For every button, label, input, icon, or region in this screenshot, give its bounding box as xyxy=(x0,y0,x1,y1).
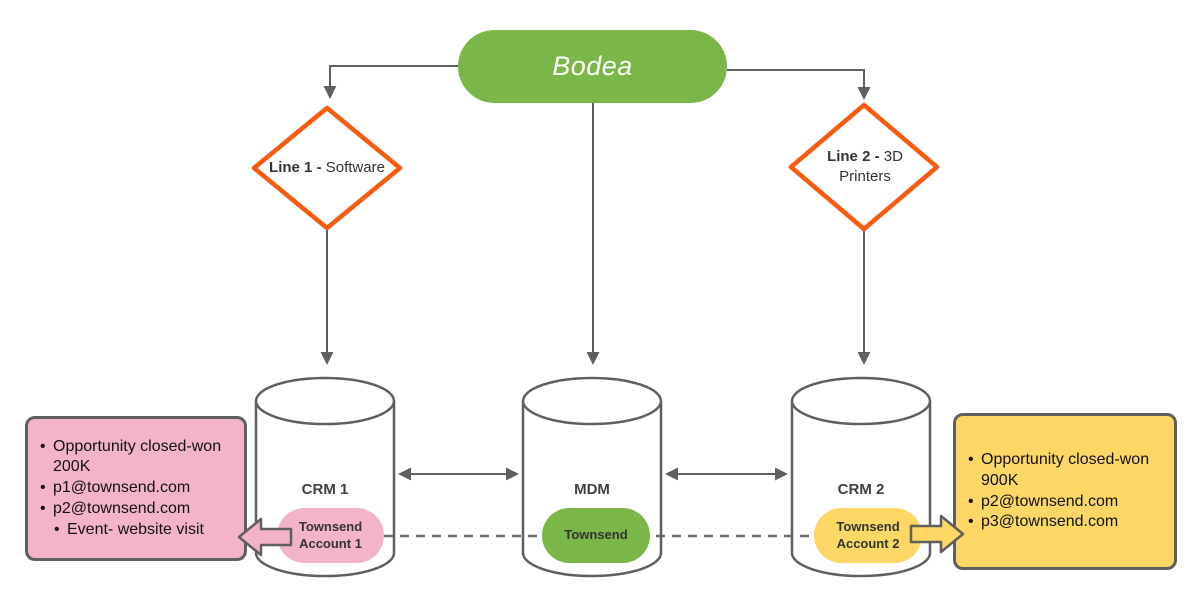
connector-root-to-line1 xyxy=(323,65,458,99)
note-item: p2@townsend.com xyxy=(40,499,232,520)
line2-diamond-label: Line 2 - 3D Printers xyxy=(807,135,923,199)
record-pill-townsend-master: Townsend xyxy=(542,508,650,563)
root-node-label: Bodea xyxy=(552,51,633,81)
note-item: p3@townsend.com xyxy=(968,512,1162,533)
crm1-label: CRM 1 xyxy=(301,481,349,498)
root-node-bodea: Bodea xyxy=(458,30,727,103)
record-pill-townsend-account2: Townsend Account 2 xyxy=(814,508,922,563)
note-sub-item: Event- website visit xyxy=(54,520,232,541)
note-item: Opportunity closed-won 200K xyxy=(40,437,232,479)
connector-root-to-line2 xyxy=(727,69,871,100)
note-item: p1@townsend.com xyxy=(40,478,232,499)
mdm-label: MDM xyxy=(574,481,610,498)
note-item: p2@townsend.com xyxy=(968,492,1162,513)
crm2-detail-note: Opportunity closed-won 900K p2@townsend.… xyxy=(953,413,1177,570)
record-pill-townsend-account1: Townsend Account 1 xyxy=(277,508,384,563)
note-item: Opportunity closed-won 900K xyxy=(968,450,1162,492)
crm1-detail-note: Opportunity closed-won 200K p1@townsend.… xyxy=(25,416,247,561)
line1-diamond-label: Line 1 - Software xyxy=(269,136,385,200)
line1-label-text: Line 1 - Software xyxy=(269,158,385,176)
crm2-label: CRM 2 xyxy=(837,481,885,498)
line2-label-text: Line 2 - 3D Printers xyxy=(827,147,903,185)
